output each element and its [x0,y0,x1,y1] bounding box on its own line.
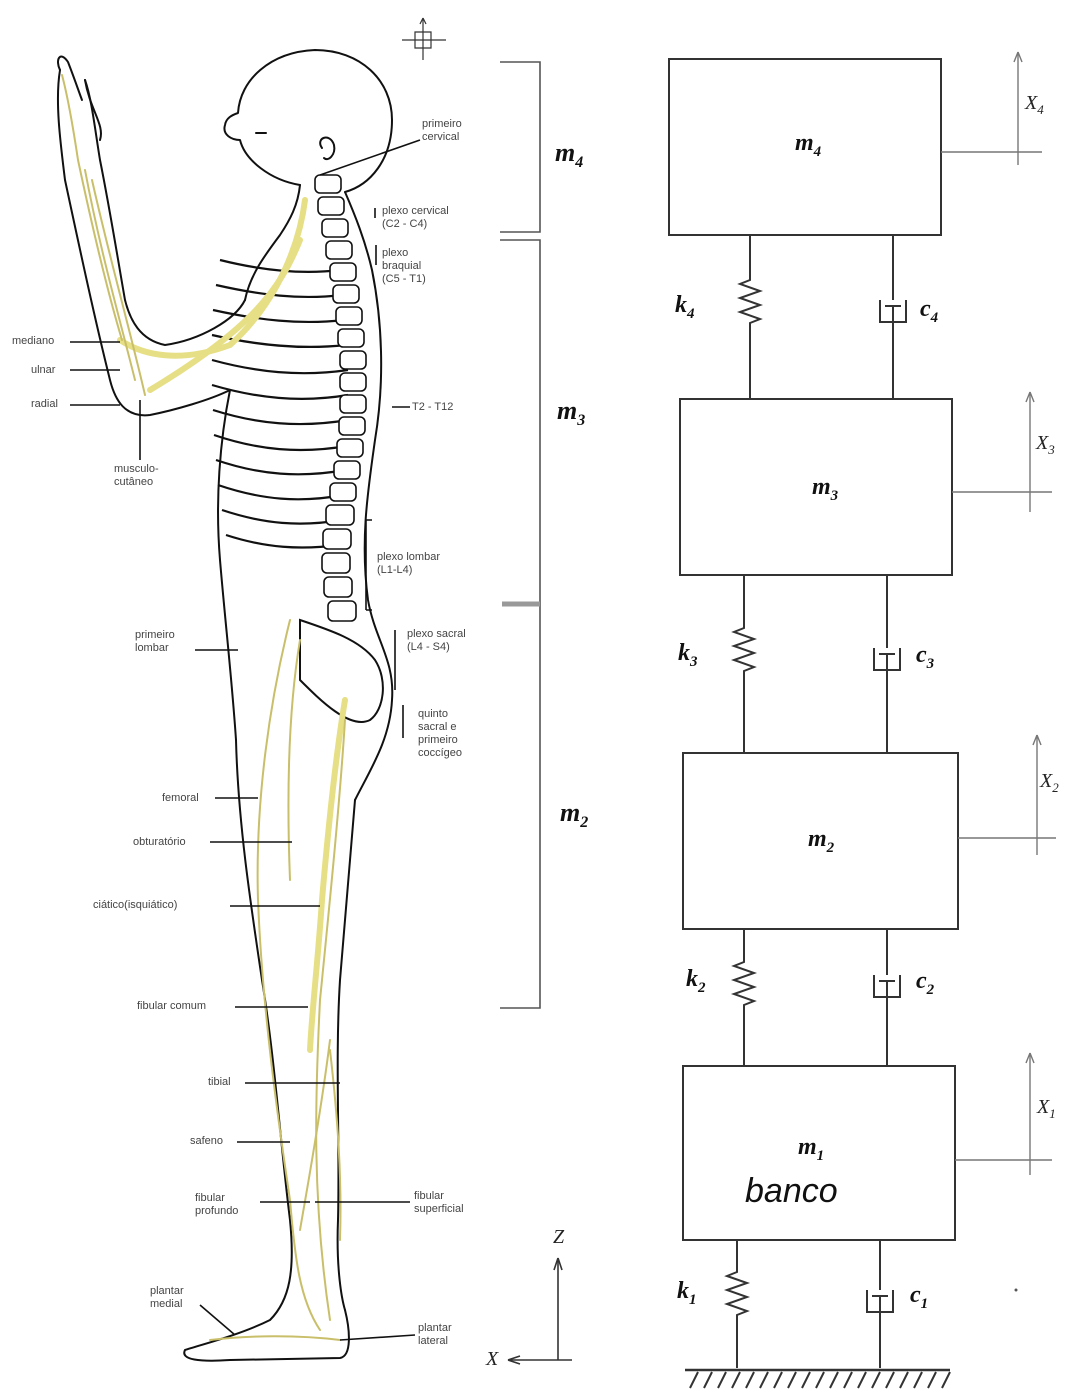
label-musculo-cutaneo: musculo- cutâneo [114,463,159,489]
label-mediano: mediano [12,335,54,348]
mass-label-m1: m1 [798,1134,824,1165]
label-t2-t12: T2 - T12 [412,401,453,414]
spring-label-k1: k1 [677,1278,697,1309]
displacement-label-x1: X1 [1037,1096,1056,1122]
label-primeiro-lombar: primeiro lombar [135,629,175,655]
spring-label-k3: k3 [678,640,698,671]
ground-hatch [685,1370,950,1388]
damper-label-c3: c3 [916,642,934,673]
label-primeiro-cervical: primeiro cervical [422,118,462,144]
label-femoral: femoral [162,792,199,805]
label-tibial: tibial [208,1076,231,1089]
label-plantar-lateral: plantar lateral [418,1322,452,1348]
damper-c4 [880,235,906,399]
spring-k1 [727,1240,747,1368]
spring-label-k4: k4 [675,292,695,323]
damper-c2 [874,929,900,1066]
axis-label-x: X [486,1348,498,1371]
displacement-label-x4: X4 [1025,92,1044,118]
segment-label-m2: m2 [560,798,588,832]
label-safeno: safeno [190,1135,223,1148]
label-fibular-comum: fibular comum [137,1000,206,1013]
label-plexo-cervical: plexo cervical (C2 - C4) [382,205,449,231]
displacement-label-x3: X3 [1036,432,1055,458]
label-obturatorio: obturatório [133,836,186,849]
label-quinto-sacral: quinto sacral e primeiro coccígeo [418,708,462,760]
spring-k3 [734,575,754,753]
label-plantar-medial: plantar medial [150,1285,184,1311]
damper-label-c1: c1 [910,1282,928,1313]
damper-c3 [874,575,900,753]
spring-k4 [740,235,760,399]
damper-label-c4: c4 [920,296,938,327]
label-fibular-superficial: fibular superficial [414,1190,464,1216]
label-plexo-lombar: plexo lombar (L1-L4) [377,551,440,577]
displacement-label-x2: X2 [1040,770,1059,796]
label-ulnar: ulnar [31,364,55,377]
mass-name-banco: banco [745,1172,838,1211]
mass-label-m2: m2 [808,826,834,857]
label-plexo-sacral: plexo sacral (L4 - S4) [407,628,466,654]
damper-label-c2: c2 [916,968,934,999]
label-isquiatico: ciático(isquiático) [93,899,177,912]
label-plexo-braquial: plexo braquial (C5 - T1) [382,247,426,286]
mass-label-m4: m4 [795,130,821,161]
label-radial: radial [31,398,58,411]
segment-label-m4: m4 [555,138,583,172]
damper-c1 [867,1240,893,1368]
axis-label-z: Z [553,1226,564,1249]
spring-label-k2: k2 [686,966,706,997]
segment-label-m3: m3 [557,396,585,430]
label-fibular-profundo: fibular profundo [195,1192,238,1218]
mass-label-m3: m3 [812,474,838,505]
spring-k2 [734,929,754,1066]
